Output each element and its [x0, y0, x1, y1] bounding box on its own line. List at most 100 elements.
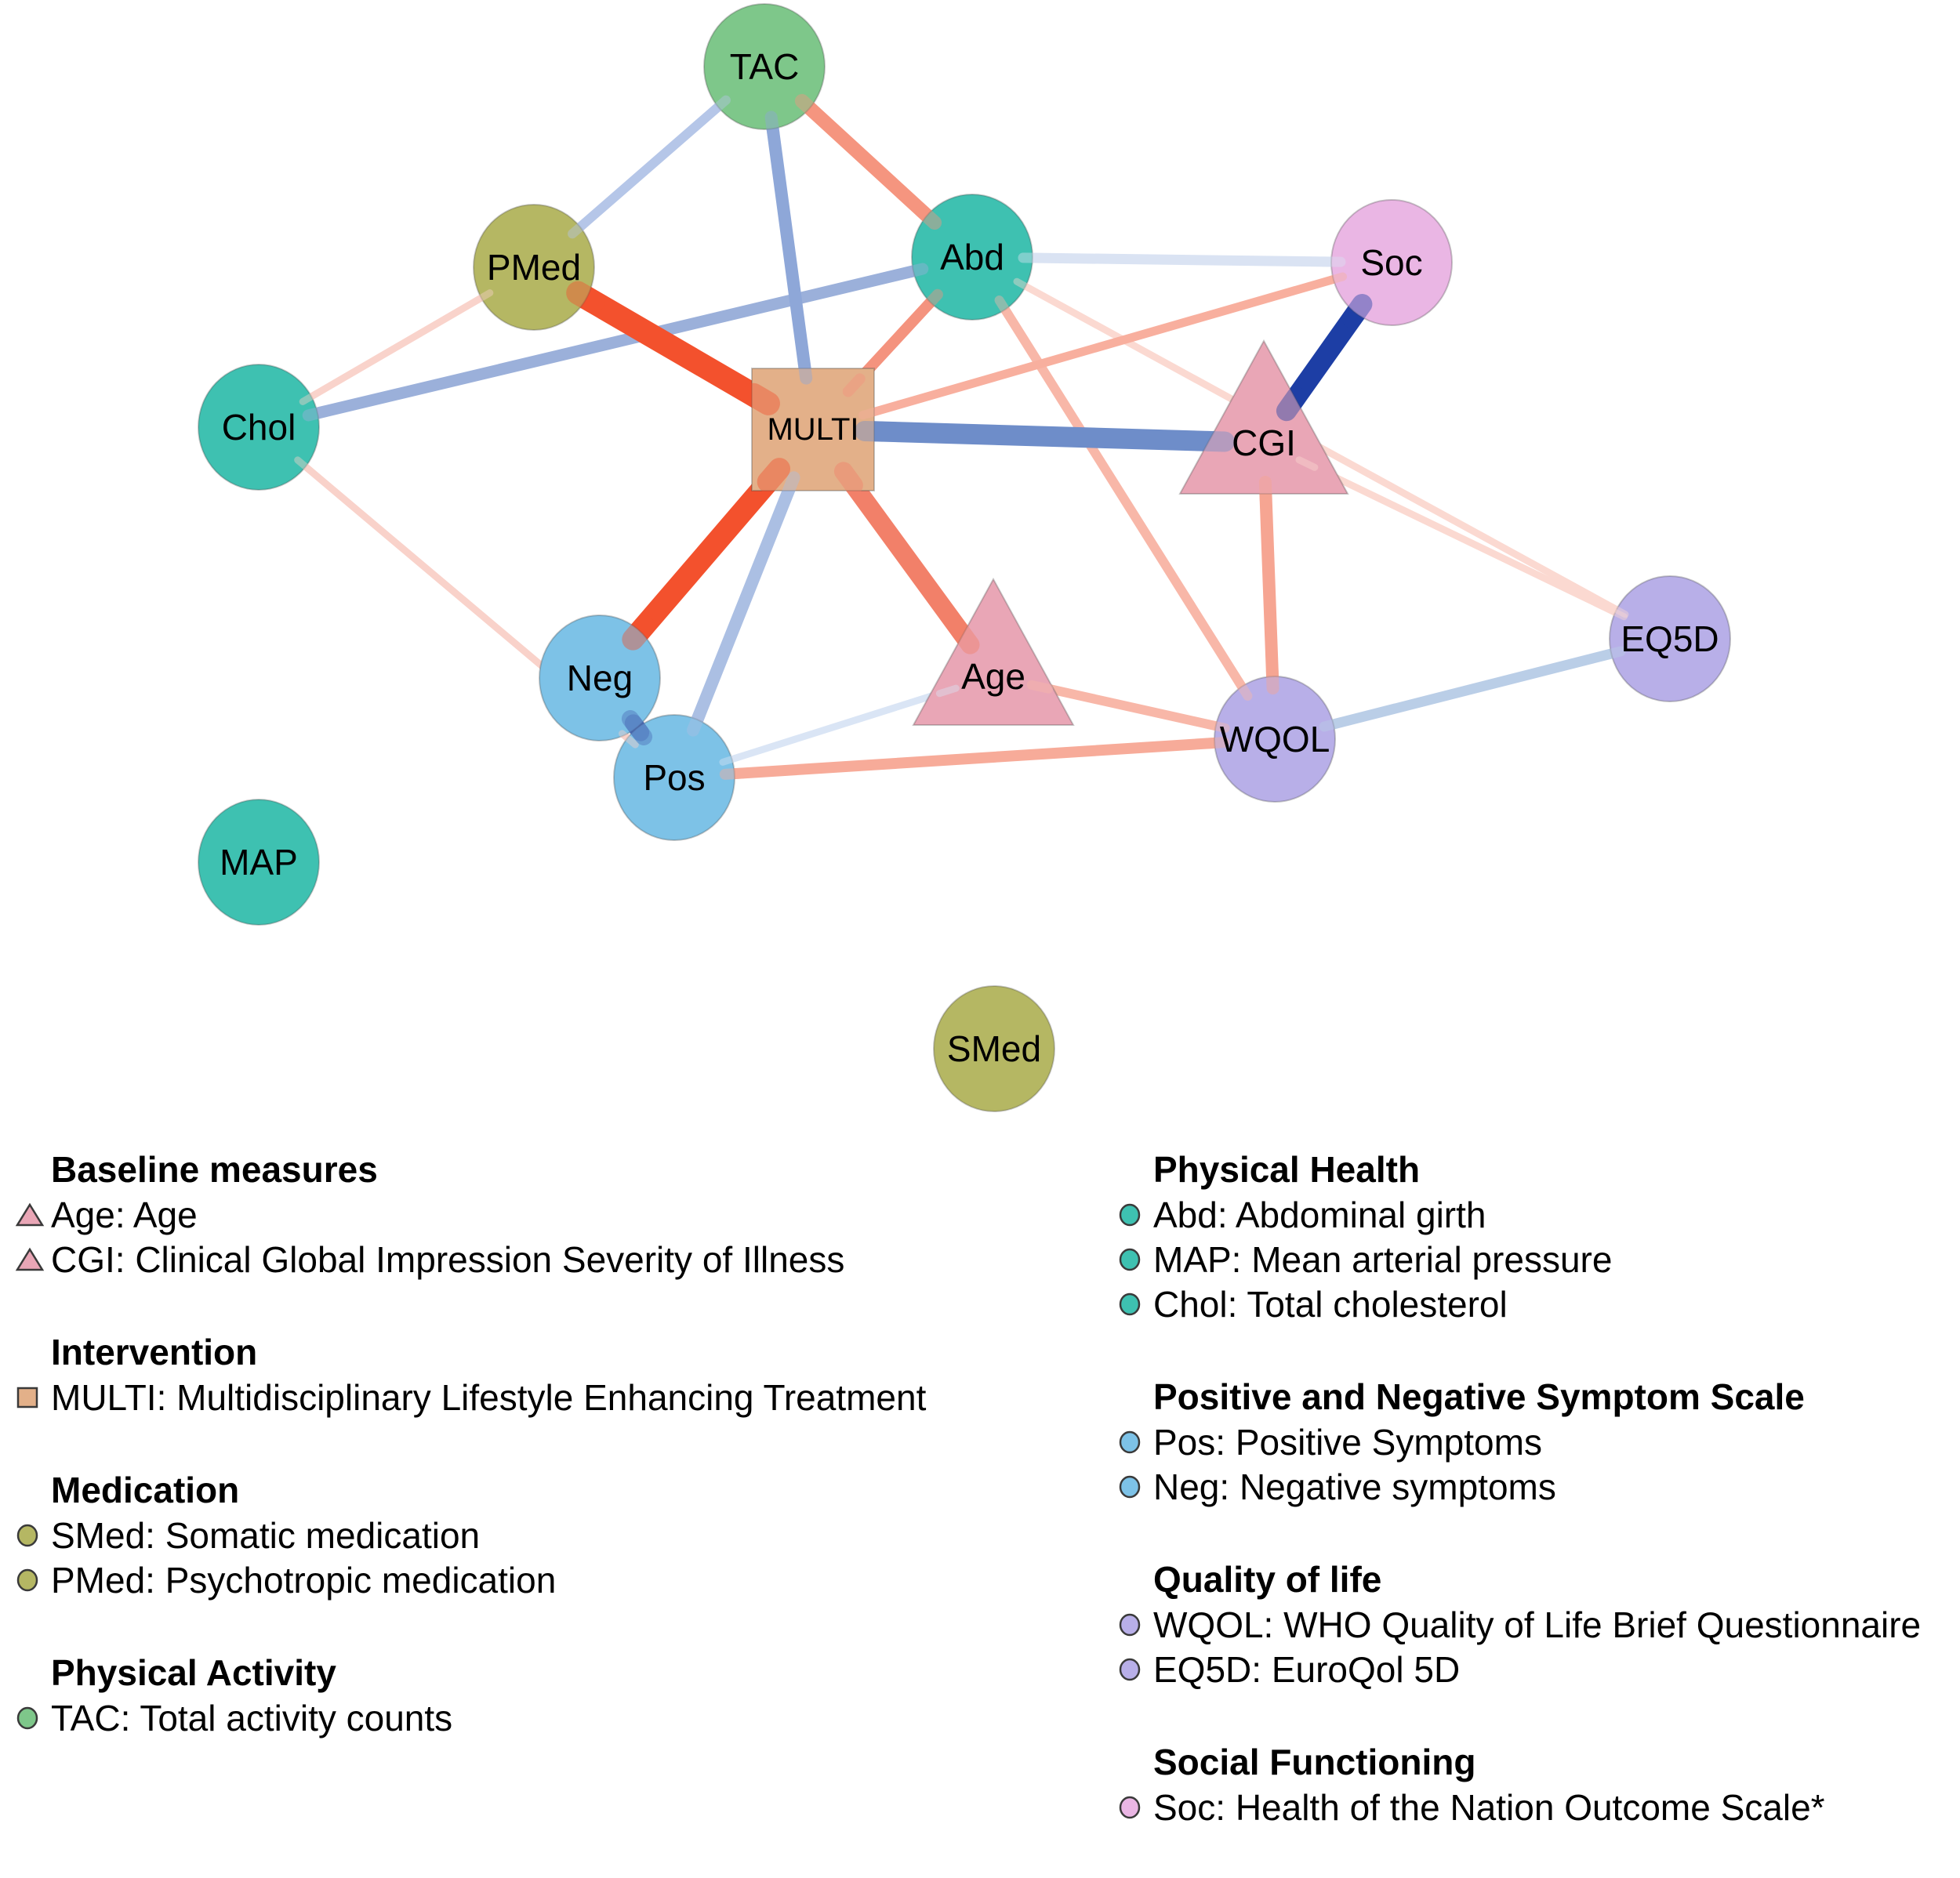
edge-stub: [804, 361, 806, 379]
legend-section-title: Intervention: [51, 1330, 1096, 1375]
edge-stub: [308, 411, 325, 415]
legend-triangle-icon: [14, 1202, 51, 1228]
legend-circle-icon: [1116, 1202, 1153, 1228]
legend-item-text: EQ5D: EuroQol 5D: [1153, 1648, 1460, 1691]
legend-item: CGI: Clinical Global Impression Severity…: [14, 1237, 1096, 1282]
edge-Soc-MULTI: [813, 263, 1392, 430]
edge-stub: [862, 411, 879, 415]
legend-item-text: Abd: Abdominal girth: [1153, 1194, 1486, 1236]
node-label-Neg: Neg: [567, 658, 633, 698]
legend-section-title: Positive and Negative Symptom Scale: [1153, 1375, 1955, 1419]
legend-item-text: Chol: Total cholesterol: [1153, 1283, 1508, 1325]
edge-stub: [771, 117, 774, 134]
edge-stub: [787, 477, 793, 493]
legend-item: MAP: Mean arterial pressure: [1116, 1237, 1955, 1282]
legend-triangle-icon: [14, 1246, 51, 1273]
legend-item-text: WQOL: WHO Quality of Life Brief Question…: [1153, 1604, 1921, 1646]
legend-circle-icon: [14, 1705, 51, 1731]
legend-square-icon: [14, 1384, 51, 1411]
legend-circle-icon: [1116, 1246, 1153, 1273]
legend-item: WQOL: WHO Quality of Life Brief Question…: [1116, 1602, 1955, 1647]
edge-stub: [633, 723, 644, 737]
legend-item: PMed: Psychotropic medication: [14, 1557, 1096, 1602]
node-label-WQOL: WQOL: [1220, 719, 1330, 760]
edge-stub: [1326, 277, 1342, 281]
edge-stub: [1352, 304, 1363, 318]
edge-stub: [1604, 651, 1621, 655]
legend-item-text: Soc: Health of the Nation Outcome Scale*: [1153, 1786, 1825, 1829]
legend-item: TAC: Total activity counts: [14, 1695, 1096, 1740]
legend-item-text: MULTI: Multidisciplinary Lifestyle Enhan…: [51, 1376, 926, 1419]
node-label-PMed: PMed: [487, 247, 581, 288]
legend-item: EQ5D: EuroQol 5D: [1116, 1647, 1955, 1691]
legend-section-title: Baseline measures: [51, 1147, 1096, 1192]
legend-item: Soc: Health of the Nation Outcome Scale*: [1116, 1785, 1955, 1829]
node-label-MAP: MAP: [220, 842, 298, 883]
edge-stub: [1265, 482, 1266, 499]
edge-stub: [693, 714, 699, 730]
legend-item-text: Neg: Negative symptoms: [1153, 1466, 1556, 1508]
legend-circle-icon: [14, 1522, 51, 1549]
legend-item: MULTI: Multidisciplinary Lifestyle Enhan…: [14, 1375, 1096, 1419]
edge-stub: [578, 293, 593, 302]
node-label-Pos: Pos: [643, 757, 705, 798]
legend-section-title: Medication: [51, 1468, 1096, 1513]
legend-item: Neg: Negative symptoms: [1116, 1464, 1955, 1509]
edge-stub: [922, 211, 935, 223]
legend-item-text: Pos: Positive Symptoms: [1153, 1421, 1542, 1463]
edge-stub: [1287, 397, 1297, 411]
legend-item: Age: Age: [14, 1192, 1096, 1237]
legend-circle-icon: [1116, 1474, 1153, 1500]
legend-section-title: Physical Activity: [51, 1651, 1096, 1695]
node-label-Abd: Abd: [940, 237, 1004, 277]
edge-Pos-WQOL: [674, 739, 1275, 778]
edge-stub: [802, 101, 815, 113]
node-label-CGI: CGI: [1232, 422, 1296, 463]
legend-item-text: PMed: Psychotropic medication: [51, 1559, 556, 1601]
node-label-MULTI: MULTI: [767, 412, 858, 447]
node-label-EQ5D: EQ5D: [1621, 618, 1719, 659]
node-label-Soc: Soc: [1360, 242, 1422, 283]
edge-stub: [939, 688, 956, 694]
edge-stub: [1207, 441, 1225, 442]
edge-stub: [960, 631, 971, 645]
edge-stub: [768, 469, 779, 482]
legend-item-text: CGI: Clinical Global Impression Severity…: [51, 1238, 844, 1281]
legend-circle-icon: [1116, 1612, 1153, 1638]
edge-stub: [725, 773, 742, 774]
figure-canvas: { "figure": { "type": "psychological-net…: [0, 0, 1960, 1826]
edge-stub: [906, 269, 922, 273]
edge-stub: [753, 395, 768, 404]
legend-item: SMed: Somatic medication: [14, 1513, 1096, 1557]
edge-stub: [1032, 685, 1048, 689]
node-label-Chol: Chol: [222, 407, 296, 448]
legend-circle-icon: [1116, 1429, 1153, 1456]
legend-item: Abd: Abdominal girth: [1116, 1192, 1955, 1237]
legend-section-title: Quality of life: [1153, 1557, 1955, 1602]
legend-section-title: Social Functioning: [1153, 1740, 1955, 1785]
legend-item-text: Age: Age: [51, 1194, 198, 1236]
edge-stub: [723, 757, 739, 763]
legend-item: Pos: Positive Symptoms: [1116, 1419, 1955, 1464]
legend-circle-icon: [1116, 1291, 1153, 1318]
edge-stub: [633, 626, 644, 640]
edge-stub: [1272, 671, 1273, 688]
legend-circle-icon: [1116, 1794, 1153, 1821]
edge-stub: [844, 471, 854, 485]
legend-item-text: TAC: Total activity counts: [51, 1697, 452, 1739]
legend-circle-icon: [14, 1567, 51, 1593]
legend-circle-icon: [1116, 1656, 1153, 1683]
legend-item-text: MAP: Mean arterial pressure: [1153, 1238, 1612, 1281]
edge-stub: [865, 431, 882, 432]
node-label-Age: Age: [961, 656, 1025, 697]
